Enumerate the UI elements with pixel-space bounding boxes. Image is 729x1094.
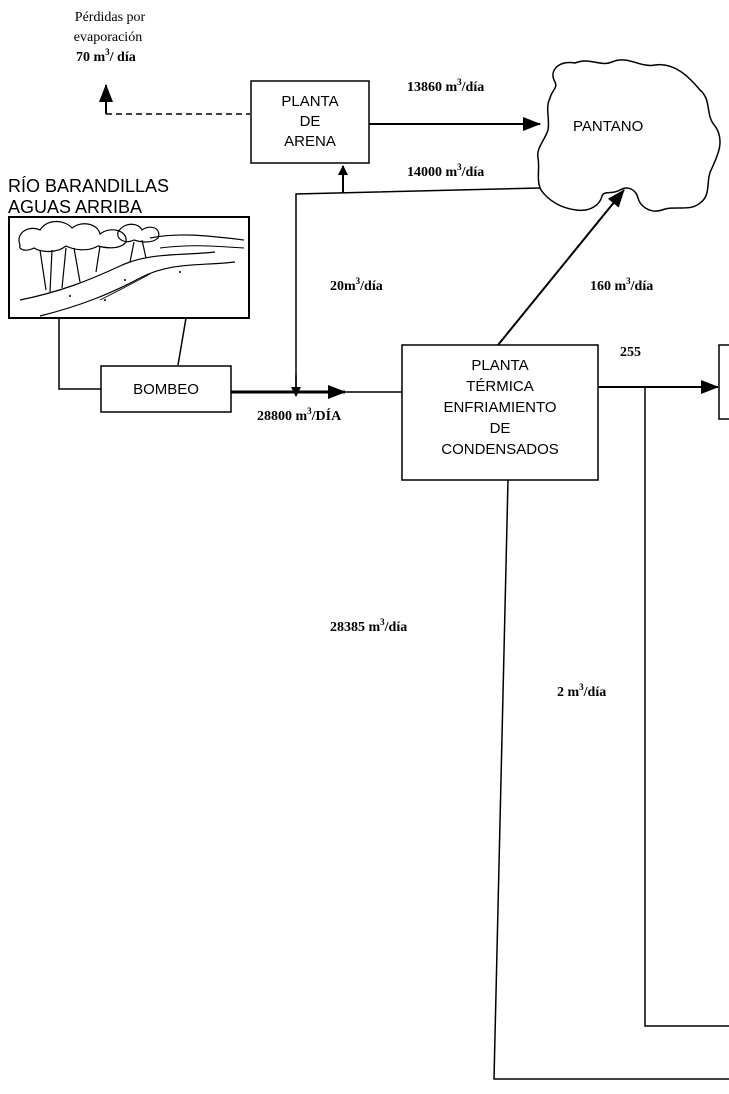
planta-arena-line2: DE [300, 113, 321, 130]
evaporation-label-line2: evaporación [74, 30, 142, 45]
river-title-line2: AGUAS ARRIBA [8, 197, 142, 217]
river-to-bombeo-line-left [59, 318, 101, 389]
planta-termica-box: PLANTA TÉRMICA ENFRIAMIENTO DE CONDENSAD… [402, 345, 598, 480]
flow-14000-label: 14000 m3/día [407, 162, 484, 180]
bombeo-label: BOMBEO [133, 381, 199, 398]
pantano-label: PANTANO [573, 118, 643, 135]
flow-2-line [645, 387, 729, 1026]
flow-28385-label: 28385 m3/día [330, 617, 407, 635]
flow-2-label: 2 m3/día [557, 682, 606, 700]
planta-termica-line5: CONDENSADOS [441, 441, 559, 458]
river-to-bombeo-line-right [178, 318, 186, 365]
flow-13860-label: 13860 m3/día [407, 77, 484, 95]
river-title-line1: RÍO BARANDILLAS [8, 176, 169, 196]
river-illustration [9, 217, 249, 318]
flow-160-label: 160 m3/día [590, 276, 653, 294]
planta-arena-box: PLANTA DE ARENA [251, 81, 369, 163]
planta-arena-line3: ARENA [284, 133, 336, 150]
flow-28800-label: 28800 m3/DÍA [257, 406, 342, 424]
flow-20-label: 20m3/día [330, 276, 383, 294]
evaporation-label-line1: Pérdidas por [75, 10, 146, 25]
flow-255-label: 255 [620, 345, 641, 360]
planta-termica-line2: TÉRMICA [466, 378, 534, 395]
arrow-termica-to-pantano [498, 190, 624, 345]
bombeo-box: BOMBEO [101, 366, 231, 412]
planta-arena-line1: PLANTA [281, 93, 338, 110]
right-box-partial [719, 345, 729, 419]
evaporation-value: 70 m3/ día [76, 47, 136, 65]
flow-28385-line [494, 480, 729, 1079]
planta-termica-line3: ENFRIAMIENTO [443, 399, 556, 416]
pantano-shape: PANTANO [538, 60, 720, 211]
planta-termica-line1: PLANTA [471, 357, 528, 374]
planta-termica-line4: DE [490, 420, 511, 437]
